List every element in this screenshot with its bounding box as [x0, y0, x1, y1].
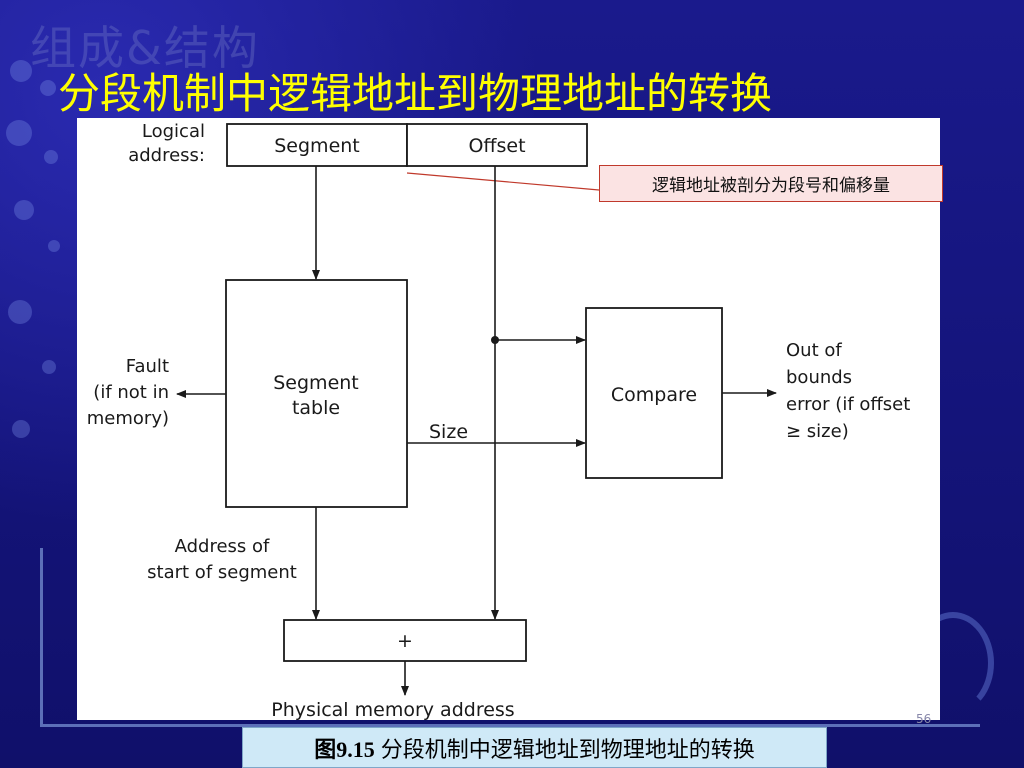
slide-title: 分段机制中逻辑地址到物理地址的转换	[58, 69, 773, 118]
segment-table-box	[225, 279, 408, 508]
out-of-bounds-label-2: bounds	[786, 367, 852, 388]
callout-pointer	[406, 172, 600, 191]
out-of-bounds-label-4: ≥ size)	[786, 421, 849, 442]
size-label: Size	[429, 421, 468, 443]
offset-field-label: Offset	[468, 135, 525, 157]
page-number: 56	[916, 712, 932, 726]
fault-label-3: memory)	[87, 408, 169, 429]
decorative-dots	[0, 60, 80, 480]
callout-text: 逻辑地址被剖分为段号和偏移量	[652, 176, 890, 196]
figure-caption-text: 分段机制中逻辑地址到物理地址的转换	[380, 736, 755, 762]
out-of-bounds-label-1: Out of	[786, 340, 842, 361]
segmentation-diagram: Logical address: Segment Offset Segment …	[87, 121, 911, 720]
compare-label: Compare	[611, 384, 697, 406]
out-of-bounds-label-3: error (if offset	[786, 394, 910, 415]
segment-table-label-1: Segment	[273, 372, 359, 394]
background-watermark: 组成&结构	[30, 21, 260, 75]
segment-table-label-2: table	[292, 397, 340, 419]
address-of-start-label-1: Address of	[175, 536, 270, 557]
fault-label-2: (if not in	[93, 382, 169, 403]
logical-address-label-1: Logical	[142, 121, 205, 142]
logical-address-label-2: address:	[128, 145, 205, 166]
decorative-frame-vertical	[40, 548, 43, 726]
decorative-swirl	[912, 612, 994, 714]
figure-caption: 图9.15 分段机制中逻辑地址到物理地址的转换	[242, 727, 827, 768]
decorative-frame-horizontal	[40, 724, 980, 727]
figure-number: 图9.15	[314, 736, 375, 762]
fault-label-1: Fault	[126, 356, 169, 377]
diagram-panel: Logical address: Segment Offset Segment …	[77, 118, 940, 720]
compare-box	[585, 307, 723, 479]
address-of-start-label-2: start of segment	[147, 562, 297, 583]
adder-label: +	[397, 630, 413, 652]
physical-memory-address-label: Physical memory address	[271, 699, 514, 720]
adder-box	[283, 619, 527, 662]
offset-field-box	[406, 123, 588, 167]
segment-field-label: Segment	[274, 135, 360, 157]
callout-annotation: 逻辑地址被剖分为段号和偏移量	[599, 165, 943, 202]
segment-field-box	[226, 123, 408, 167]
